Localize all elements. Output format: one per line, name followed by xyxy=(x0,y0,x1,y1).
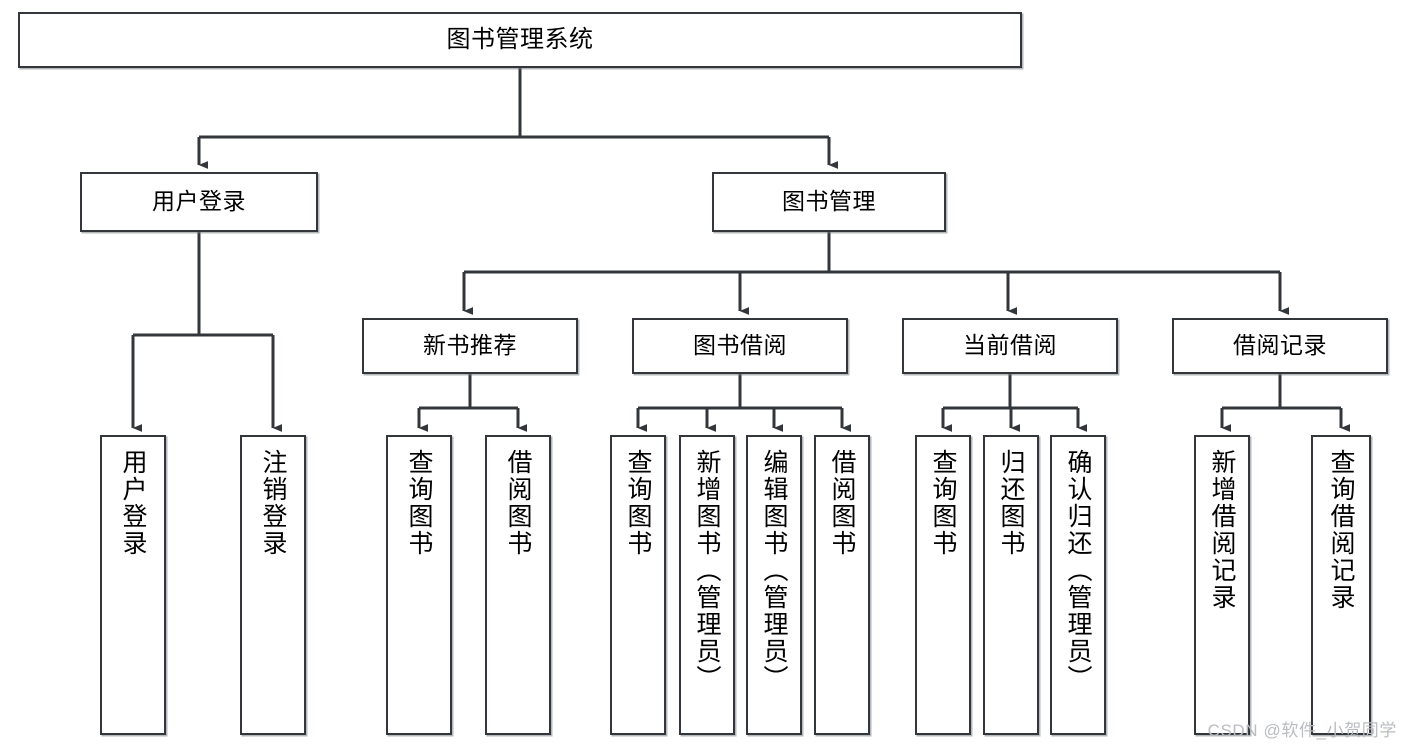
node-label: 当前借阅 xyxy=(963,332,1057,359)
node-label: 借阅图书 xyxy=(828,449,856,557)
node-book-manage[interactable]: 图书管理 xyxy=(712,172,946,232)
node-leaf-query-book-1[interactable]: 查询图书 xyxy=(386,435,452,735)
node-borrow-record[interactable]: 借阅记录 xyxy=(1172,318,1388,374)
node-label: 注销登录 xyxy=(259,449,287,557)
node-leaf-edit-book[interactable]: 编辑图书（管理员） xyxy=(746,435,802,735)
node-label: 查询图书 xyxy=(624,449,652,557)
node-book-borrow[interactable]: 图书借阅 xyxy=(632,318,848,374)
node-leaf-user-login[interactable]: 用户登录 xyxy=(100,435,166,735)
node-leaf-query-borrow-record[interactable]: 查询借阅记录 xyxy=(1311,435,1371,735)
node-leaf-borrow-book-2[interactable]: 借阅图书 xyxy=(814,435,870,735)
node-new-book-recommend[interactable]: 新书推荐 xyxy=(362,318,578,374)
node-current-borrow[interactable]: 当前借阅 xyxy=(902,318,1118,374)
node-label: 查询借阅记录 xyxy=(1327,449,1355,611)
node-leaf-borrow-book-1[interactable]: 借阅图书 xyxy=(485,435,551,735)
node-leaf-return-book[interactable]: 归还图书 xyxy=(983,435,1039,735)
node-label: 图书管理 xyxy=(782,188,876,215)
node-label: 归还图书 xyxy=(997,449,1025,557)
node-label: 确认归还（管理员） xyxy=(1064,449,1092,692)
node-leaf-add-book[interactable]: 新增图书（管理员） xyxy=(679,435,735,735)
node-user-login[interactable]: 用户登录 xyxy=(80,172,318,232)
node-leaf-confirm-return[interactable]: 确认归还（管理员） xyxy=(1050,435,1106,735)
node-root[interactable]: 图书管理系统 xyxy=(18,12,1022,68)
node-leaf-logout-login[interactable]: 注销登录 xyxy=(240,435,306,735)
node-label: 新增图书（管理员） xyxy=(693,449,721,692)
node-leaf-add-borrow-record[interactable]: 新增借阅记录 xyxy=(1194,435,1250,735)
watermark: CSDN @软件_小贺同学 xyxy=(1207,721,1397,740)
node-label: 图书管理系统 xyxy=(446,25,594,53)
node-label: 用户登录 xyxy=(119,449,147,557)
node-leaf-query-book-2[interactable]: 查询图书 xyxy=(610,435,666,735)
node-label: 查询图书 xyxy=(929,449,957,557)
node-label: 图书借阅 xyxy=(693,332,787,359)
node-label: 借阅记录 xyxy=(1233,332,1327,359)
node-label: 借阅图书 xyxy=(504,449,532,557)
node-label: 编辑图书（管理员） xyxy=(760,449,788,692)
node-leaf-query-book-3[interactable]: 查询图书 xyxy=(915,435,971,735)
node-label: 新增借阅记录 xyxy=(1208,449,1236,611)
node-label: 查询图书 xyxy=(405,449,433,557)
node-label: 用户登录 xyxy=(152,188,246,215)
node-label: 新书推荐 xyxy=(423,332,517,359)
